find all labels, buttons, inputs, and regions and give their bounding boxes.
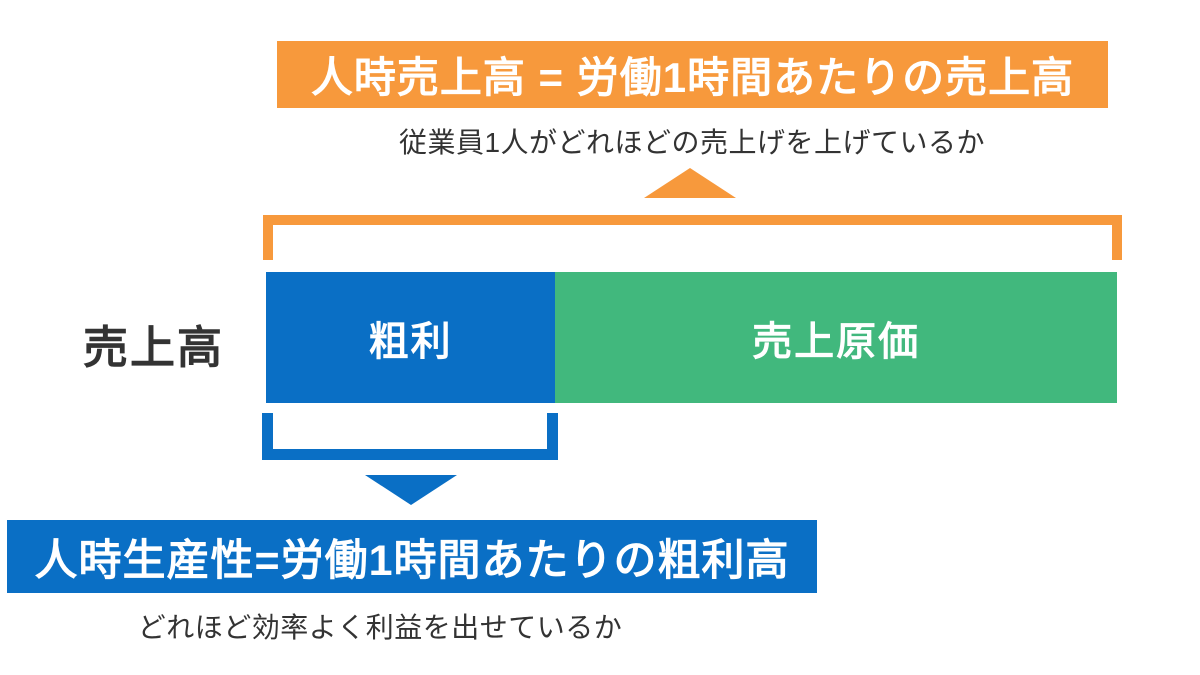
sales-per-labor-hour-banner: 人時売上高 = 労働1時間あたりの売上高 [277,41,1108,108]
sales-per-labor-hour-banner-label: 人時売上高 = 労働1時間あたりの売上高 [310,54,1075,101]
arrow-up-icon [644,168,736,198]
sales-per-labor-hour-caption: 従業員1人がどれほどの売上げを上げているか [398,127,986,158]
productivity-per-labor-hour-banner-label: 人時生産性=労働1時間あたりの粗利高 [34,536,790,585]
productivity-per-labor-hour-banner: 人時生産性=労働1時間あたりの粗利高 [7,520,817,593]
sales-axis-label: 売上高 [83,322,225,373]
gross-profit-bracket [262,413,558,460]
sales-breakdown-bar: 粗利 売上原価 [266,272,1117,403]
gross-profit-segment-label: 粗利 [368,319,453,364]
cost-of-sales-segment-label: 売上原価 [752,319,921,364]
arrow-down-icon [365,475,457,505]
productivity-per-labor-hour-caption: どれほど効率よく利益を出せているか [137,612,623,643]
cost-of-sales-segment: 売上原価 [555,272,1117,403]
sales-total-bracket [263,215,1122,260]
gross-profit-segment: 粗利 [266,272,556,403]
